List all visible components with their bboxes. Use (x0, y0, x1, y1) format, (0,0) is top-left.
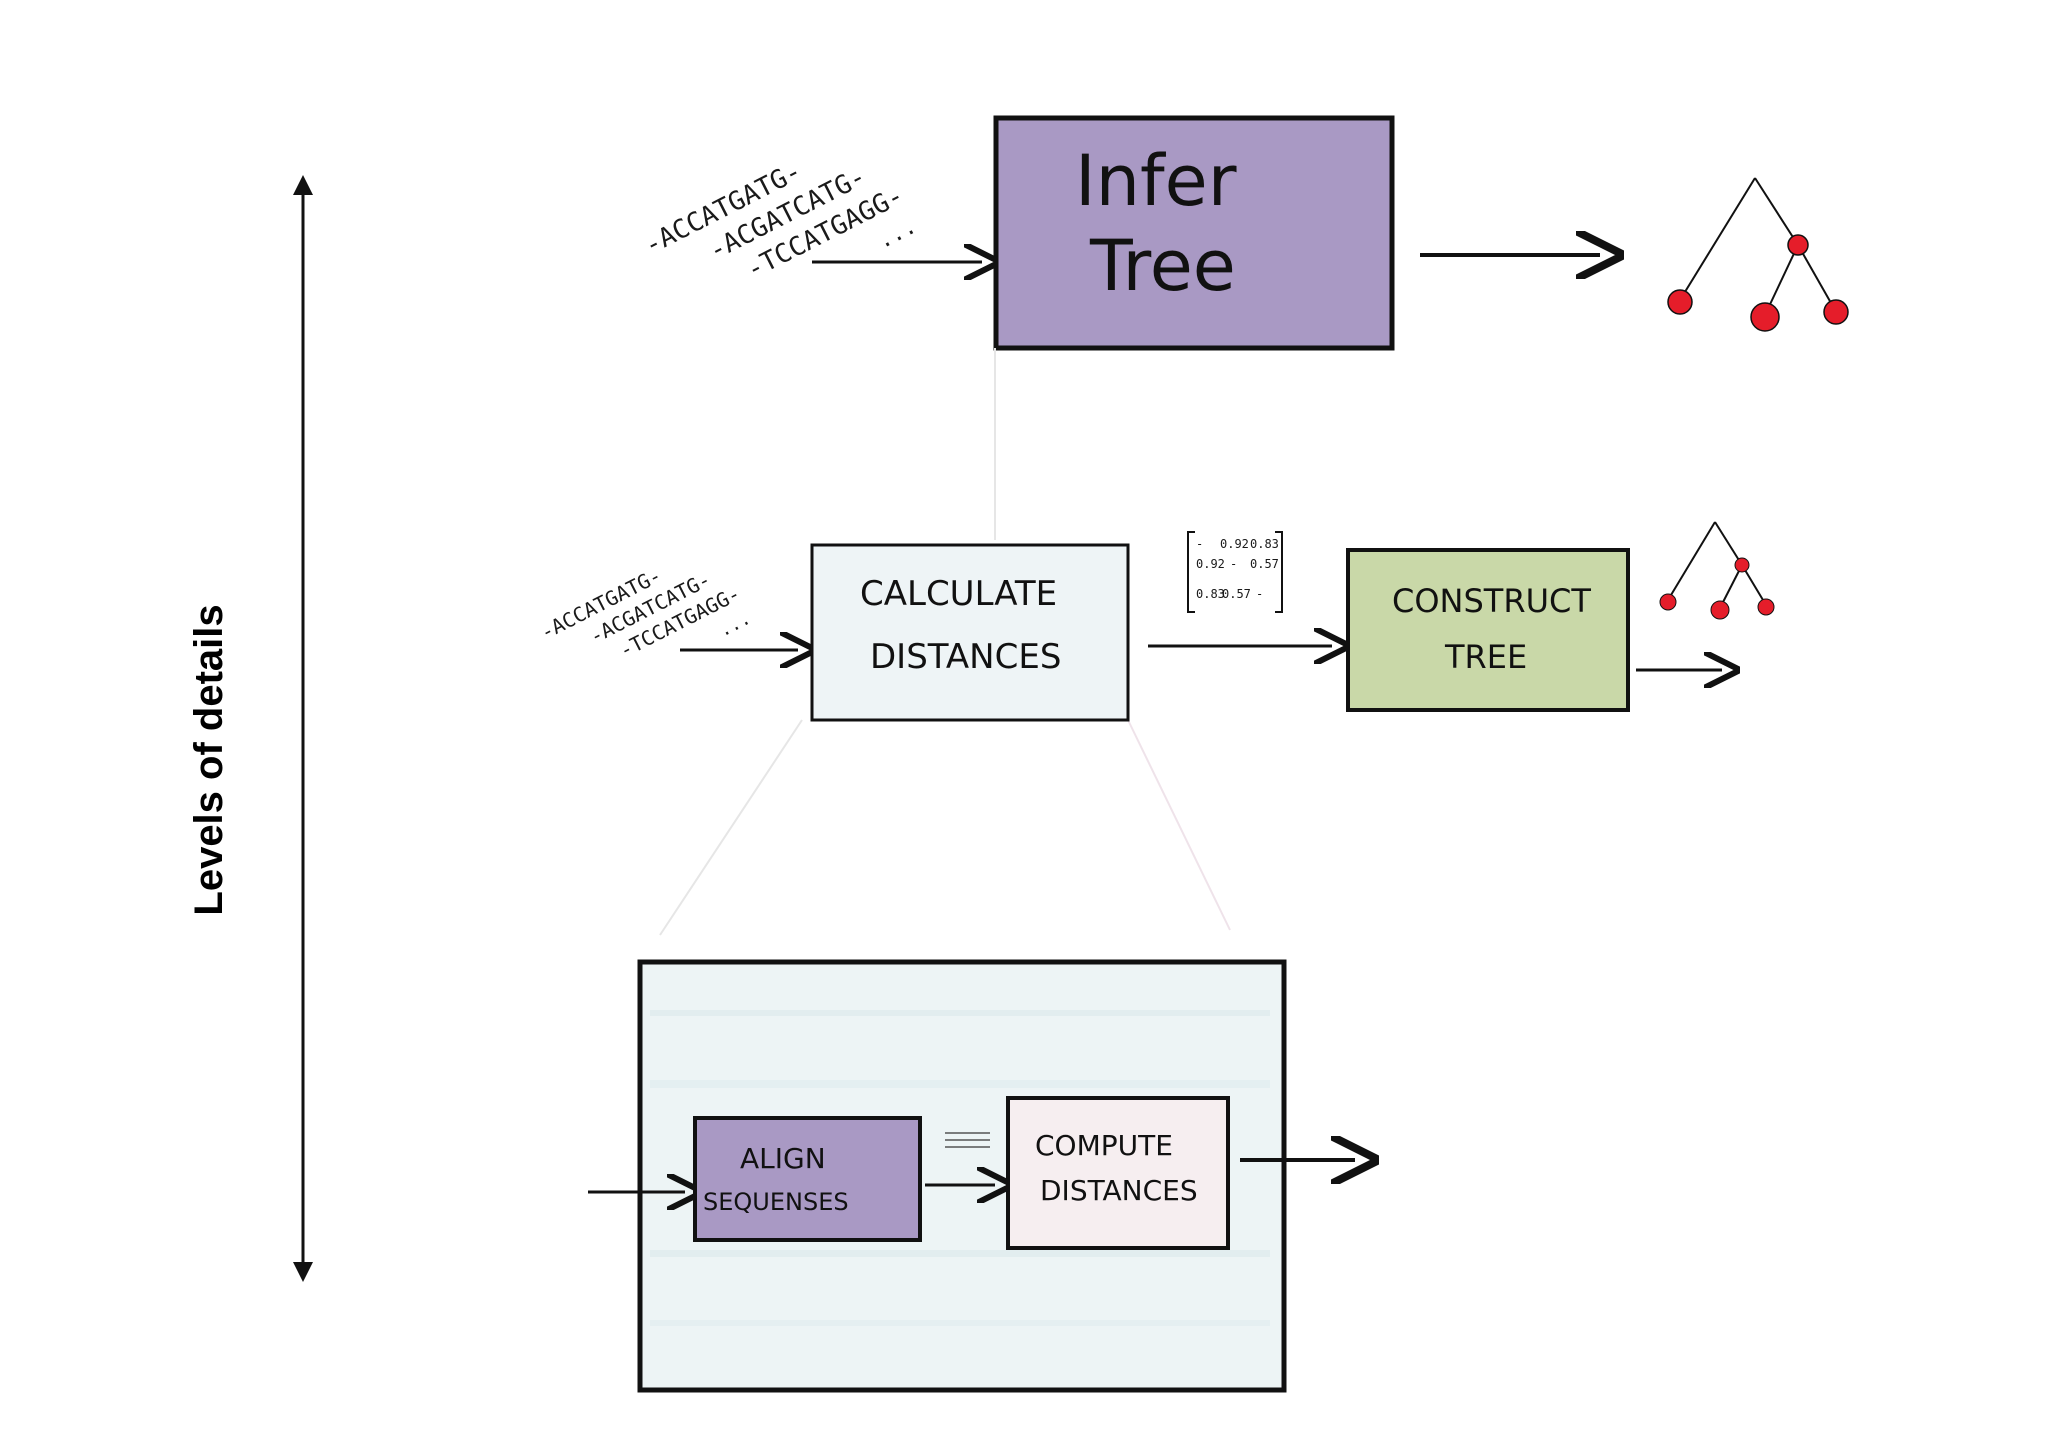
calculate-distances-box (810, 543, 1130, 722)
construct-line2: TREE (1444, 638, 1527, 676)
infer-tree-box (993, 115, 1395, 351)
compute-distances-box (1006, 1096, 1230, 1250)
level1-sequences: -ACCATGATG- -ACGATCATG- -TCCATGAGG- ... (640, 156, 921, 285)
level1-tree-icon (1667, 177, 1849, 332)
matrix-r1c2: 0.92 (1220, 537, 1249, 551)
level2-tree-icon (1659, 521, 1775, 620)
align-line1: ALIGN (740, 1142, 826, 1175)
construct-tree-box (1346, 548, 1630, 712)
detail-wash-stripes (650, 1010, 1270, 1326)
align-line2: SEQUENSES (703, 1188, 849, 1216)
matrix-r3c1: 0.83 (1196, 587, 1225, 601)
matrix-r1c1: - (1196, 537, 1203, 551)
calc-line2: DISTANCES (870, 637, 1061, 677)
align-sequences-box (693, 1116, 922, 1242)
compute-line2: DISTANCES (1040, 1174, 1198, 1207)
matrix-r1c3: 0.83 (1250, 537, 1279, 551)
zoom-connector-3 (1127, 719, 1231, 931)
infer-tree-line1: Infer (1075, 140, 1237, 222)
matrix-r3c3: - (1256, 587, 1263, 601)
infer-tree-line2: Tree (1089, 225, 1236, 307)
distance-matrix: - 0.92 0.83 0.92 - 0.57 0.83 0.57 - (1187, 531, 1283, 613)
aligned-lines-icon (945, 1132, 990, 1148)
level2-sequences: -ACCATGATG- -ACGATCATG- -TCCATGAGG- ... (536, 563, 754, 663)
axis-label: Levels of details (187, 604, 231, 915)
construct-line1: CONSTRUCT (1392, 582, 1591, 620)
matrix-r2c1: 0.92 (1196, 557, 1225, 571)
calc-line1: CALCULATE (860, 574, 1057, 614)
matrix-r3c2: 0.57 (1222, 587, 1251, 601)
vertical-axis (293, 175, 313, 1282)
compute-line1: COMPUTE (1035, 1129, 1173, 1162)
matrix-r2c2: - (1230, 557, 1237, 571)
matrix-r2c3: 0.57 (1250, 557, 1279, 571)
zoom-connector-2 (659, 719, 803, 936)
